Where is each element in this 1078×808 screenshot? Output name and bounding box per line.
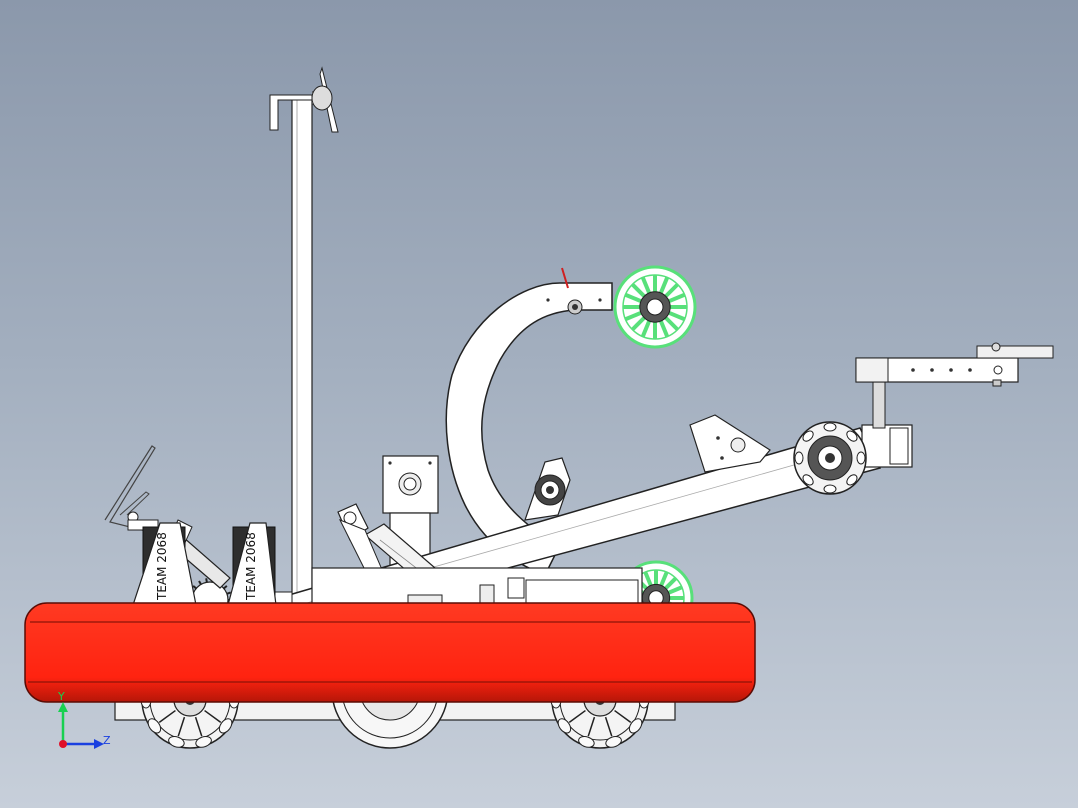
orientation-triad: Y Z — [57, 690, 111, 749]
arm-end-omni-wheel — [793, 421, 867, 495]
x-axis-origin — [59, 740, 67, 748]
arm-extension — [855, 342, 1054, 429]
wire-guide — [104, 445, 156, 533]
beam-gusset-bracket — [689, 414, 771, 473]
team-label-right: TEAM 2068 — [244, 532, 258, 601]
camera-mast — [269, 66, 339, 618]
intake-wheel-upper — [613, 265, 697, 349]
red-marker-pin — [561, 267, 569, 289]
z-axis-label: Z — [103, 734, 111, 747]
y-axis-label: Y — [57, 690, 65, 703]
red-bumper — [24, 602, 756, 703]
bumper-mount-plates: TEAM 2068 TEAM 2068 — [132, 522, 277, 606]
team-label-left: TEAM 2068 — [155, 532, 169, 601]
beam-motor — [524, 457, 571, 521]
chassis-top — [311, 567, 643, 606]
